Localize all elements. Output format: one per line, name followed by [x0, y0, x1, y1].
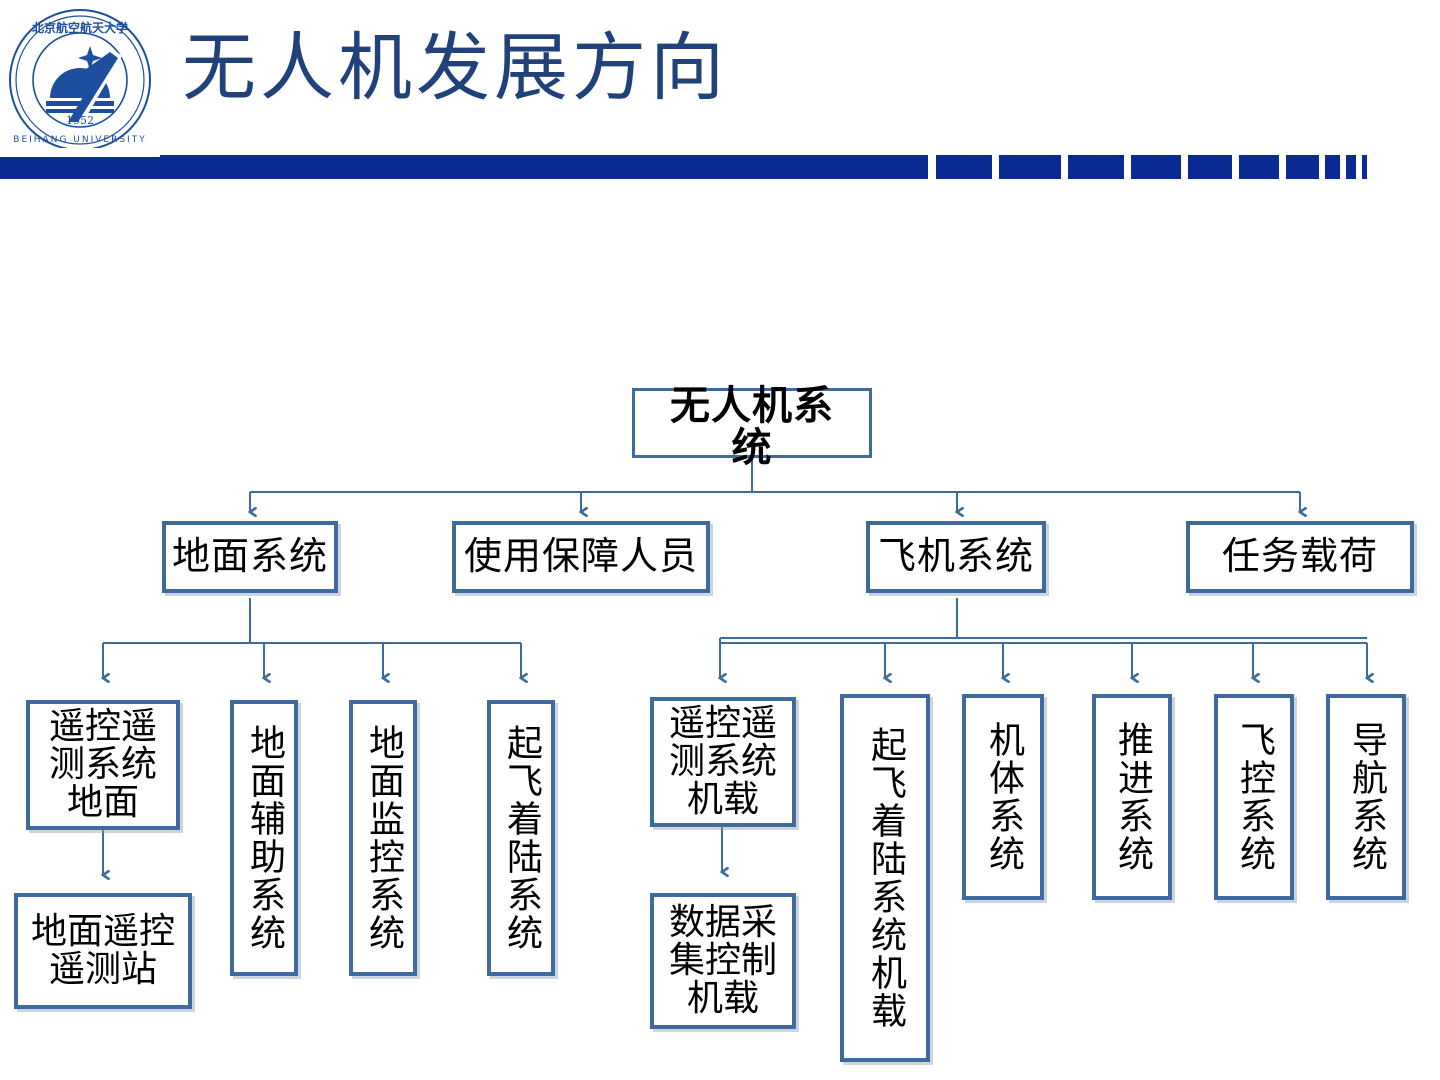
header-rule-bar [0, 155, 1440, 179]
node-label: 飞机系统 [877, 534, 1034, 579]
node-label: 使用保障人员 [463, 534, 698, 579]
node-takeoff-landing-system[interactable]: 起飞着陆系统 [487, 700, 555, 976]
node-data-acquisition-control-airborne[interactable]: 数据采集控制机载 [650, 893, 796, 1029]
rule-notch [0, 148, 160, 157]
node-mission-payload[interactable]: 任务载荷 [1186, 521, 1414, 593]
node-ground-auxiliary-system[interactable]: 地面辅助系统 [230, 700, 298, 976]
node-label: 起飞着陆系统 [501, 724, 542, 952]
page-title: 无人机发展方向 [182, 25, 728, 111]
node-label: 机体系统 [983, 721, 1024, 873]
rule-dash [1239, 155, 1279, 179]
rule-dash [1346, 155, 1356, 179]
svg-text:1952: 1952 [66, 114, 94, 127]
node-label: 任务载荷 [1221, 534, 1378, 579]
node-ground-monitoring-system[interactable]: 地面监控系统 [349, 700, 417, 976]
svg-text:北京航空航天大学: 北京航空航天大学 [32, 20, 128, 35]
node-label: 遥控遥测系统机载 [668, 703, 777, 820]
node-telemetry-telecontrol-ground[interactable]: 遥控遥测系统地面 [26, 700, 180, 830]
node-label: 地面系统 [171, 534, 328, 579]
rule-dash [1286, 155, 1319, 179]
node-label: 地面监控系统 [363, 724, 404, 952]
node-label: 无人机系统 [670, 383, 834, 471]
node-label: 导航系统 [1346, 721, 1387, 873]
rule-dash [1188, 155, 1232, 179]
node-ground-system[interactable]: 地面系统 [162, 521, 338, 593]
node-takeoff-landing-system-airborne[interactable]: 起飞着陆系统机载 [840, 694, 930, 1062]
rule-dash [999, 155, 1061, 179]
node-support-personnel[interactable]: 使用保障人员 [452, 521, 710, 593]
node-label: 地面辅助系统 [244, 724, 285, 952]
node-uav-system[interactable]: 无人机系统 [632, 385, 872, 469]
rule-dash [1362, 155, 1367, 179]
node-airframe-system[interactable]: 机体系统 [962, 694, 1044, 900]
node-telemetry-telecontrol-airborne[interactable]: 遥控遥测系统机载 [650, 697, 796, 827]
rule-dash [1131, 155, 1181, 179]
node-navigation-system[interactable]: 导航系统 [1326, 694, 1406, 900]
node-label: 飞控系统 [1234, 721, 1275, 873]
rule-dash [0, 155, 928, 179]
node-label: 起飞着陆系统机载 [865, 726, 906, 1030]
node-label: 数据采集控制机载 [668, 902, 777, 1019]
beihang-university-logo: 北京航空航天大学 1952 BEIHANG UNIVERSITY [6, 6, 154, 154]
rule-dash [936, 155, 992, 179]
node-label: 推进系统 [1112, 721, 1153, 873]
rule-dash [1068, 155, 1124, 179]
node-flight-control-system[interactable]: 飞控系统 [1214, 694, 1294, 900]
node-aircraft-system[interactable]: 飞机系统 [866, 521, 1046, 593]
node-propulsion-system[interactable]: 推进系统 [1092, 694, 1172, 900]
slide-header: 北京航空航天大学 1952 BEIHANG UNIVERSITY 无人机发展方向 [0, 0, 1440, 190]
node-label: 遥控遥测系统地面 [48, 706, 157, 823]
svg-text:BEIHANG UNIVERSITY: BEIHANG UNIVERSITY [13, 135, 146, 145]
node-ground-telecontrol-telemetry-station[interactable]: 地面遥控遥测站 [14, 893, 192, 1009]
node-label: 地面遥控遥测站 [30, 911, 175, 990]
rule-dash [1325, 155, 1340, 179]
